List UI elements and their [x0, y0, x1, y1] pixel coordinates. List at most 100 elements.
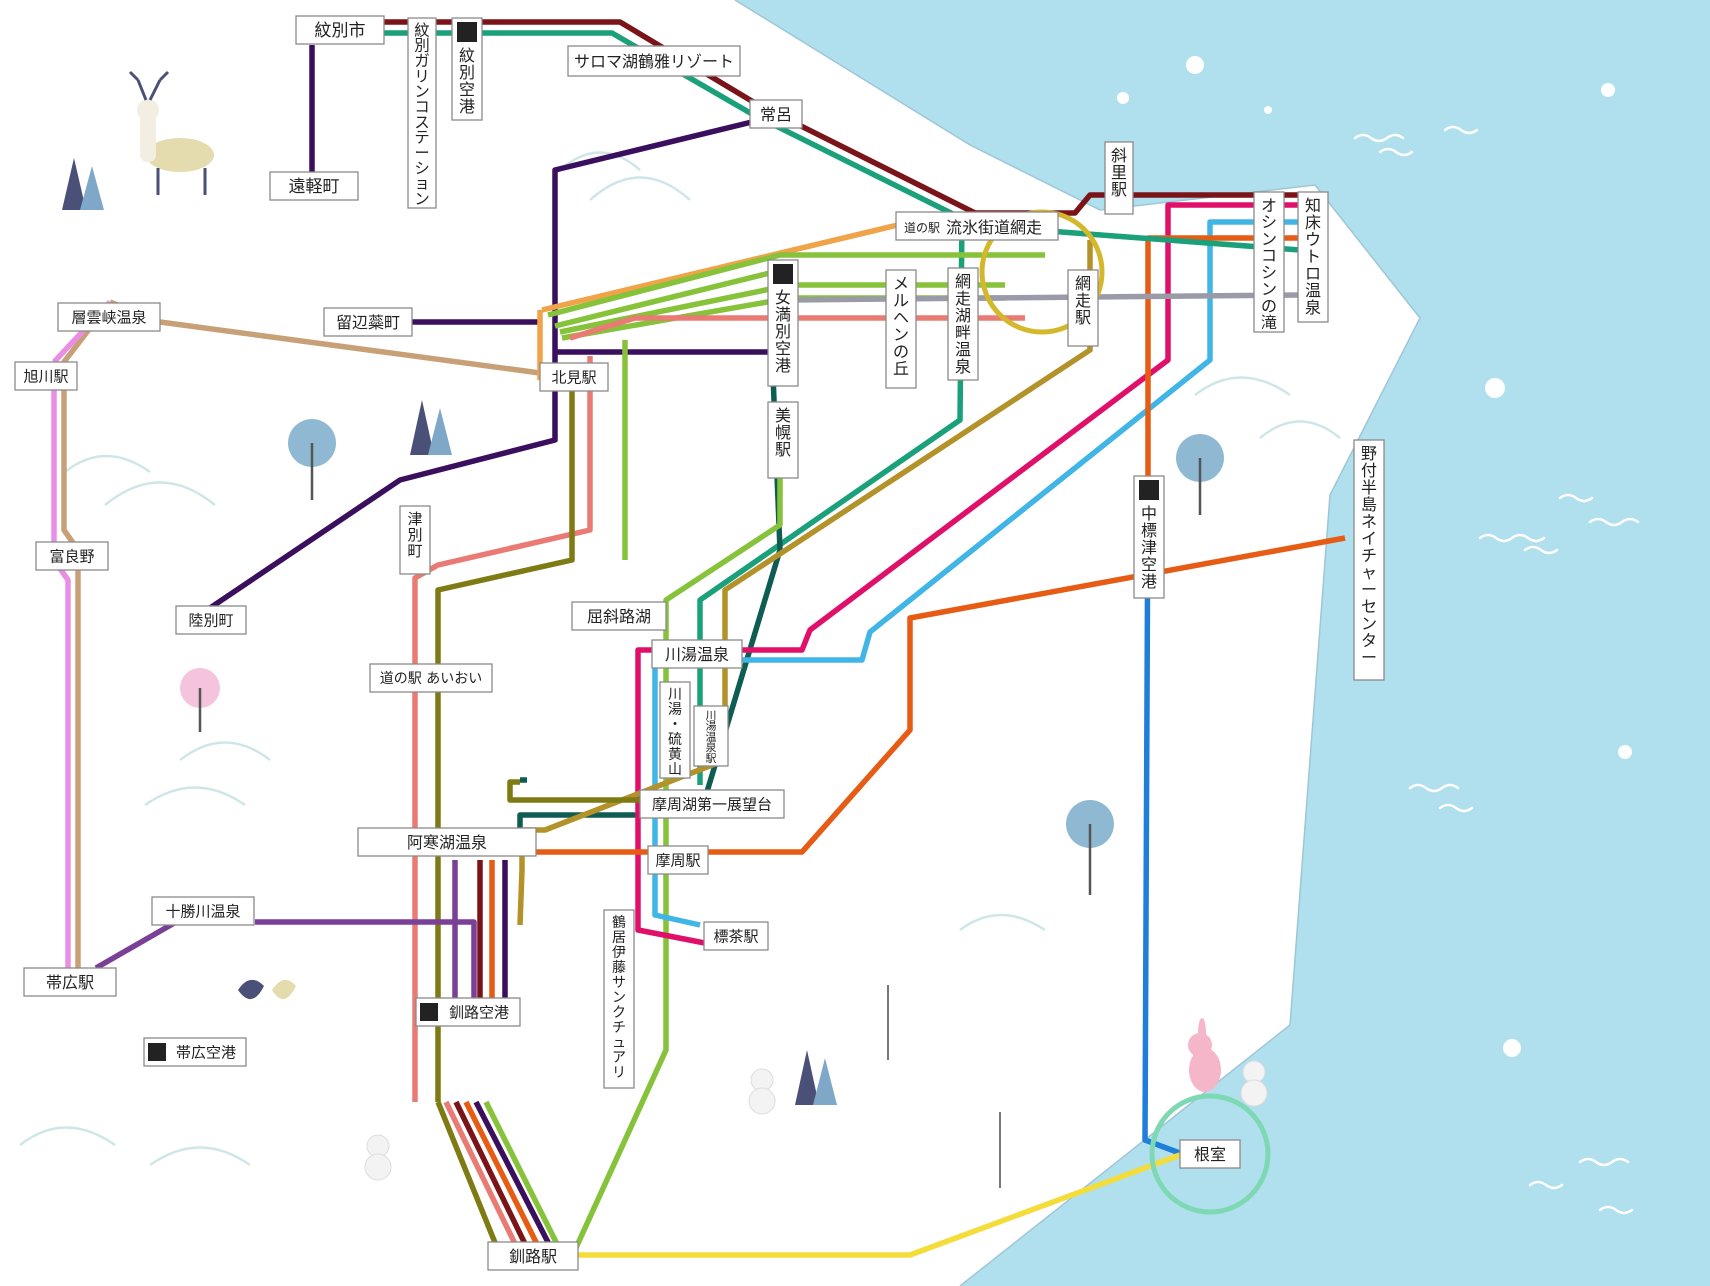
station-label-rubeshibe[interactable]: 留辺蘂町	[323, 307, 413, 337]
station-name: 根室	[1194, 1145, 1226, 1164]
route-line	[443, 1100, 521, 1252]
label-box	[269, 171, 359, 201]
label-box	[693, 705, 729, 767]
station-name: 遠軽町	[289, 177, 340, 197]
station-name: 女満別空港	[775, 288, 791, 375]
route-line	[507, 779, 685, 803]
station-label-tsubetsu[interactable]: 津別町	[399, 505, 431, 575]
route-line	[61, 300, 113, 980]
station-label-iwozan[interactable]: 川湯・硫黄山	[659, 681, 691, 779]
deer-icon	[128, 70, 214, 195]
label-box	[571, 601, 667, 631]
label-box	[369, 663, 493, 693]
station-name: 旭川駅	[23, 367, 68, 385]
station-label-bihoro[interactable]: 美幌駅	[767, 401, 799, 479]
label-box	[407, 17, 437, 209]
station-label-tokoro[interactable]: 常呂	[749, 99, 803, 129]
station-label-kitami[interactable]: 北見駅	[539, 362, 609, 392]
label-box	[1253, 191, 1285, 333]
sea	[735, 0, 1710, 1286]
label-box	[175, 605, 247, 635]
label-box	[539, 362, 609, 392]
station-label-shibecha[interactable]: 標茶駅	[703, 921, 769, 951]
label-box	[885, 269, 917, 389]
airplane-icon	[148, 1043, 166, 1061]
station-label-memanbetsu[interactable]: ✈女満別空港	[767, 259, 799, 387]
station-label-shari[interactable]: 斜里駅	[1104, 141, 1134, 215]
tree-icons	[62, 158, 1224, 1188]
station-label-furano[interactable]: 富良野	[35, 541, 109, 571]
label-box	[703, 921, 769, 951]
label-box	[767, 401, 799, 479]
station-label-abashiri-lake[interactable]: 網走湖畔温泉	[947, 267, 979, 381]
route-line	[517, 240, 1093, 926]
station-label-kushiro[interactable]: 釧路駅	[487, 1241, 579, 1271]
station-label-kawayu-station[interactable]: 川湯温泉駅	[693, 705, 729, 767]
station-label-tsurui[interactable]: 鶴居伊藤サンクチュアリ	[603, 909, 635, 1089]
station-label-sounkyo[interactable]: 層雲峡温泉	[57, 302, 161, 332]
label-box	[603, 909, 635, 1089]
station-name: 屈斜路湖	[587, 607, 651, 626]
nemuro-highlight-ring	[1149, 1093, 1271, 1215]
label-box	[14, 361, 78, 391]
station-label-nakashibetsu[interactable]: ✈中標津空港	[1133, 475, 1165, 599]
station-label-obihiro-airport[interactable]: ✈帯広空港	[143, 1037, 247, 1067]
station-label-kussharo[interactable]: 屈斜路湖	[571, 601, 667, 631]
station-label-aioi[interactable]: 道の駅 あいおい	[369, 663, 493, 693]
station-name: 紋別ガリンコステーション	[414, 21, 429, 208]
station-name: 紋別空港	[459, 46, 475, 116]
station-label-mashu[interactable]: 摩周駅	[647, 845, 709, 875]
station-label-tokachigawa[interactable]: 十勝川温泉	[151, 896, 255, 926]
station-name: 富良野	[49, 547, 94, 565]
station-label-oshinkoshin[interactable]: オシンコシンの滝	[1253, 191, 1285, 333]
label-box	[895, 211, 1059, 241]
route-line	[635, 202, 1300, 948]
station-name: メルヘンの丘	[893, 274, 909, 378]
route-line	[473, 1100, 555, 1252]
station-label-mashu-obs[interactable]: 摩周湖第一展望台	[639, 789, 785, 819]
station-label-monbetsu-city[interactable]: 紋別市	[295, 15, 385, 45]
station-label-abashiri[interactable]: 網走駅	[1067, 269, 1099, 347]
station-label-saroma[interactable]: サロマ湖鶴雅リゾート	[567, 45, 741, 77]
airplane-icon	[457, 22, 477, 42]
station-name: 釧路空港	[449, 1003, 509, 1021]
label-box	[399, 505, 431, 575]
station-label-ryuhyo[interactable]: 道の駅流氷街道網走	[895, 211, 1059, 241]
station-name: 摩周湖第一展望台	[652, 795, 772, 813]
station-name: 中標津空港	[1141, 504, 1157, 591]
route-line	[412, 356, 593, 1102]
station-label-utoro[interactable]: 知床ウトロ温泉	[1297, 191, 1329, 323]
route-line	[575, 1152, 1181, 1258]
route-line	[554, 265, 791, 329]
station-label-kawayu-onsen[interactable]: 川湯温泉	[651, 639, 743, 669]
station-name: 鶴居伊藤サンクチュアリ	[612, 914, 626, 1081]
station-name: 釧路駅	[509, 1247, 557, 1266]
snowman-icons	[364, 1060, 1268, 1181]
airplane-glyph: ✈	[151, 1046, 163, 1062]
station-label-obihiro[interactable]: 帯広駅	[23, 967, 117, 997]
route-line	[547, 252, 1045, 318]
rabbit-icon	[1188, 1018, 1221, 1092]
station-label-monbetsu-gariko[interactable]: 紋別ガリンコステーション	[407, 17, 437, 209]
station-label-nemuro[interactable]: 根室	[1179, 1139, 1241, 1169]
label-box	[639, 789, 785, 819]
station-label-kushiro-airport[interactable]: ✈釧路空港	[415, 997, 521, 1027]
station-label-akanko[interactable]: 阿寒湖温泉	[357, 827, 537, 857]
station-label-meruhen[interactable]: メルヘンの丘	[885, 269, 917, 389]
station-name: 十勝川温泉	[165, 902, 240, 920]
station-label-monbetsu-airport[interactable]: ✈紋別空港	[451, 17, 483, 121]
label-box	[1297, 191, 1329, 323]
airplane-icon	[773, 264, 793, 284]
station-label-asahikawa[interactable]: 旭川駅	[14, 361, 78, 391]
route-lines	[51, 19, 1346, 1258]
route-line	[697, 217, 965, 785]
station-label-rikubetsu[interactable]: 陸別町	[175, 605, 247, 635]
station-name: 網走駅	[1075, 274, 1091, 327]
route-line	[541, 221, 903, 313]
station-label-notsuke[interactable]: 野付半島ネイチャーセンター	[1353, 439, 1385, 681]
label-box	[23, 967, 117, 997]
route-line	[205, 117, 761, 613]
station-name: 津別町	[407, 510, 422, 560]
station-label-engaru[interactable]: 遠軽町	[269, 171, 359, 201]
